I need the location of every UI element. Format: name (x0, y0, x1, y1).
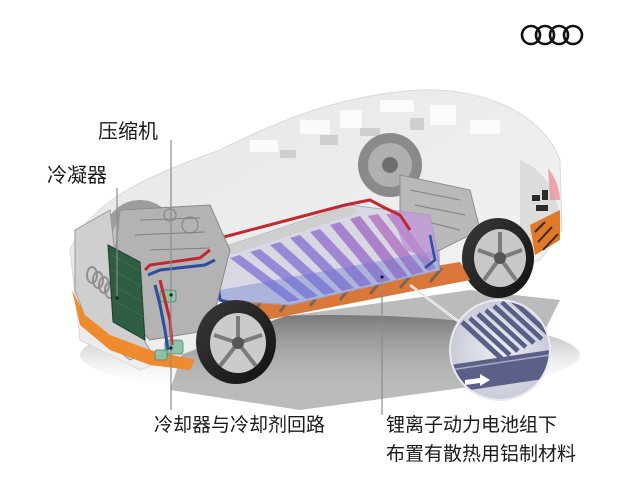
label-cooler-and-coolant-circuit: 冷却器与冷却剂回路 (154, 414, 326, 436)
label-compressor: 压缩机 (98, 119, 158, 143)
battery-cooling-stripes (230, 213, 436, 302)
label-condenser: 冷凝器 (47, 163, 107, 187)
aluminum-plate-inset (450, 300, 550, 400)
audi-logo-icon (520, 24, 584, 46)
label-battery-line-2: 布置有散热用铝制材料 (386, 443, 577, 465)
label-battery-line-1: 锂离子动力电池组下 (386, 414, 558, 436)
